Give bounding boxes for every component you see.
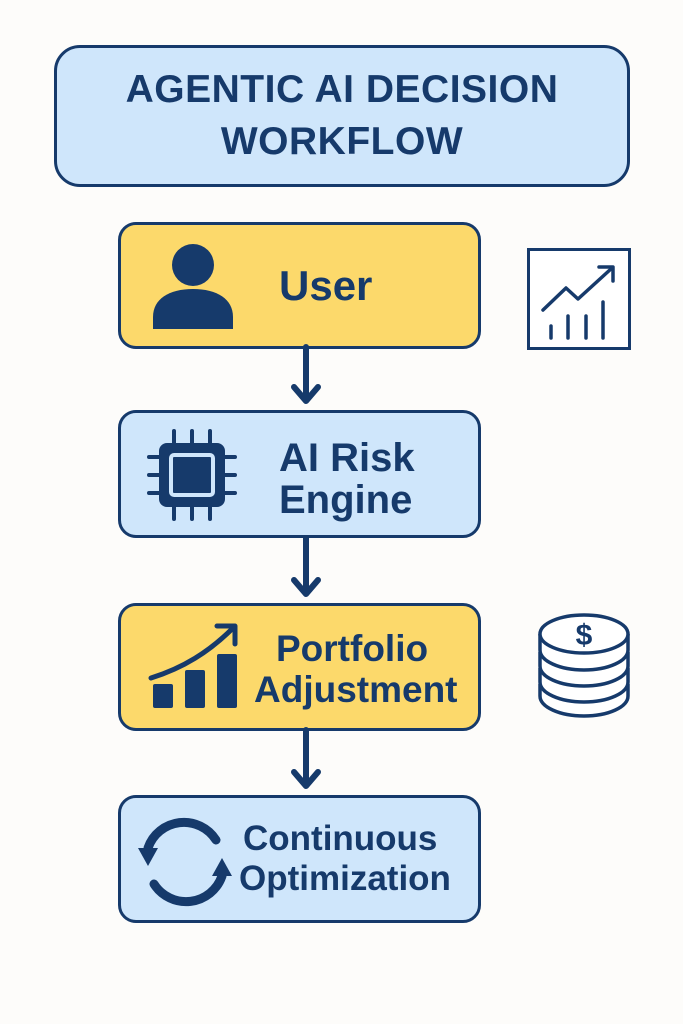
step-user-label: User — [279, 262, 373, 309]
step-continuous-label-1: Continuous — [243, 819, 438, 858]
user-icon — [153, 244, 233, 329]
step-continuous-label-2: Optimization — [239, 859, 451, 898]
svg-text:$: $ — [576, 619, 593, 652]
chip-icon — [147, 429, 237, 521]
title-line-2: WORKFLOW — [220, 120, 464, 163]
coin-stack-icon: $ — [538, 613, 630, 718]
arrow-down-icon — [291, 727, 321, 789]
arrow-down-icon — [291, 535, 321, 597]
step-ai-risk-label-1: AI Risk — [279, 436, 415, 480]
step-user: User — [118, 222, 481, 349]
title-box: AGENTIC AI DECISION WORKFLOW — [54, 45, 630, 187]
step-portfolio-adjustment: Portfolio Adjustment — [118, 603, 481, 731]
arrow-down-icon — [291, 344, 321, 404]
step-ai-risk-label-2: Engine — [279, 478, 413, 522]
step-ai-risk-engine: AI Risk Engine — [118, 410, 481, 538]
growth-chart-icon — [148, 623, 238, 708]
refresh-cycle-icon — [138, 817, 232, 907]
line-chart-icon — [527, 248, 631, 350]
step-portfolio-label-2: Adjustment — [254, 669, 458, 710]
title-line-1: AGENTIC AI DECISION — [125, 68, 559, 111]
step-portfolio-label-1: Portfolio — [276, 628, 429, 669]
step-continuous-optimization: Continuous Optimization — [118, 795, 481, 923]
